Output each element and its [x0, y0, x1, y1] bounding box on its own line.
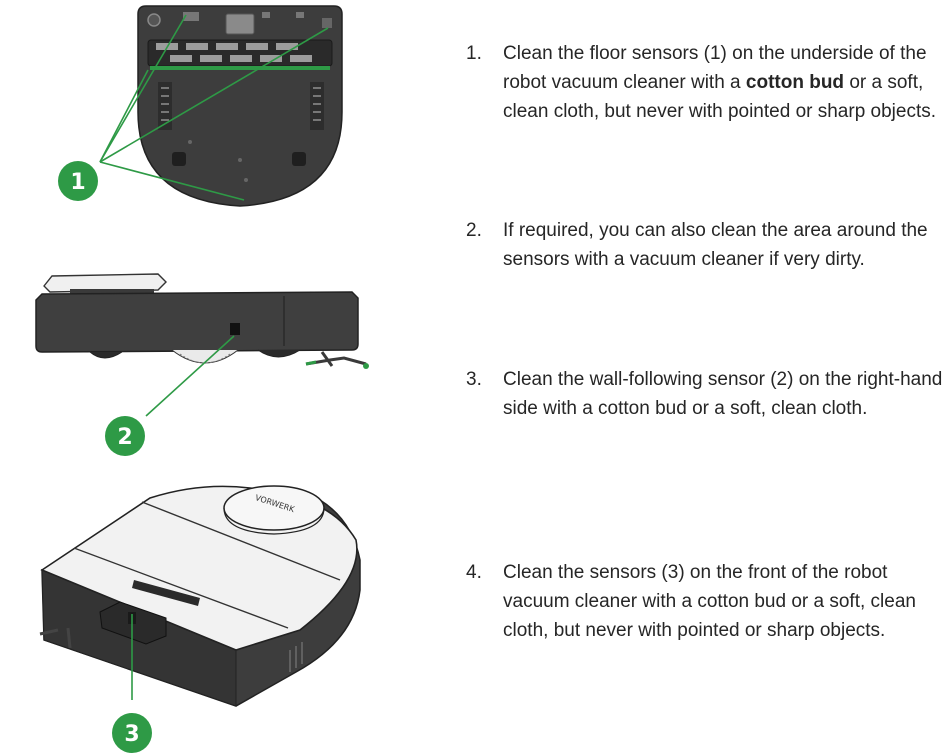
callout-3-label: 3 — [124, 722, 139, 747]
step-2-text: If required, you can also clean the area… — [503, 220, 928, 270]
step-1-number: 1. — [466, 43, 482, 64]
step-3-number: 3. — [466, 369, 482, 390]
emphasis-cotton-bud: cotton bud — [745, 72, 845, 93]
step-4-text: Clean the sensors (3) on the front of th… — [503, 562, 916, 641]
callout-2-label: 2 — [117, 425, 132, 450]
robot-underside-illustration: 1 — [58, 5, 343, 207]
robot-side-illustration: 2 — [35, 273, 369, 456]
callout-1-label: 1 — [70, 170, 85, 195]
wall-sensor — [230, 323, 240, 335]
callout-3-badge — [112, 713, 152, 753]
callout-1-badge — [58, 161, 98, 201]
step-2-number: 2. — [466, 220, 482, 241]
step-1-text: Clean the floor sensors (1) on the under… — [503, 43, 937, 122]
robot-front-illustration: VORWERK 3 — [39, 485, 361, 753]
step-3-text: Clean the wall-following sensor (2) on t… — [503, 369, 943, 419]
callout-2-badge — [105, 416, 145, 456]
step-4-number: 4. — [466, 562, 482, 583]
